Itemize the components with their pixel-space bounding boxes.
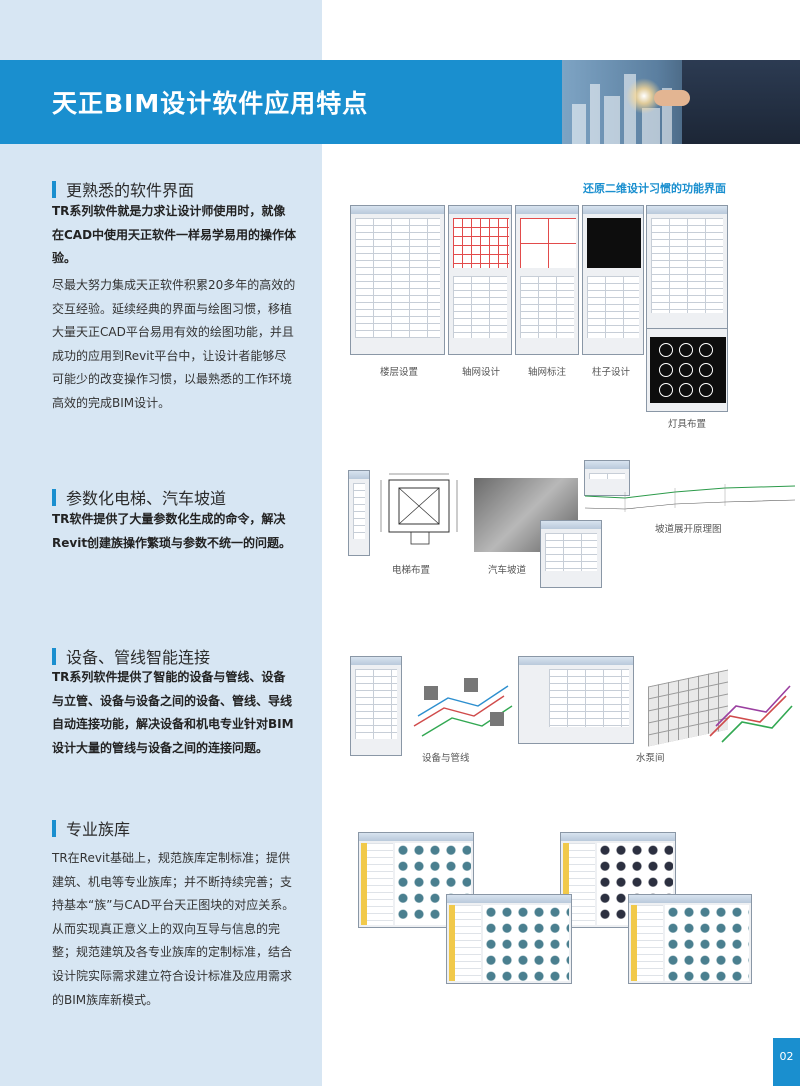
section-lead-interface: TR系列软件就是力求让设计师使用时，就像在CAD中使用天正软件一样易学易用的操作… <box>52 204 297 266</box>
caption-ramp: 汽车坡道 <box>488 565 527 576</box>
elevator-panel <box>348 470 370 556</box>
axis-design-dialog <box>448 205 512 355</box>
axis-label-dialog <box>515 205 579 355</box>
section-heading-interface: 更熟悉的软件界面 <box>52 177 194 201</box>
section-body-interface: 尽最大努力集成天正软件积累20多年的高效的交互经验。延续经典的界面与绘图习惯，移… <box>52 278 296 410</box>
ramp-profile-dialog <box>584 460 630 496</box>
page-title: 天正BIM设计软件应用特点 <box>52 89 369 118</box>
pipe-connect-dialog <box>350 656 402 756</box>
page-number: 02 <box>773 1038 800 1086</box>
section-heading-library: 专业族库 <box>52 816 130 840</box>
caption-ramp-profile: 坡道展开原理图 <box>655 524 722 535</box>
caption-axis-label: 轴网标注 <box>528 367 567 378</box>
column-design-dialog <box>582 205 644 355</box>
family-library-window-3 <box>446 894 572 984</box>
section-heading-pipe: 设备、管线智能连接 <box>52 644 210 668</box>
caption-floor: 楼层设置 <box>380 367 419 378</box>
caption-pump-room: 水泵间 <box>636 753 665 764</box>
ramp-settings-dialog <box>540 520 602 588</box>
caption-elevator: 电梯布置 <box>392 565 431 576</box>
family-library-window-1 <box>358 832 474 928</box>
caption-equip-pipe: 设备与管线 <box>422 753 470 764</box>
equipment-list-dialog <box>518 656 634 744</box>
figure-header-ui: 还原二维设计习惯的功能界面 <box>583 182 726 195</box>
lamp-symbol-panel <box>646 328 728 412</box>
equipment-pipe-3d <box>413 678 513 737</box>
section-lead-pipe: TR系列软件提供了智能的设备与管线、设备与立管、设备与设备之间的设备、管线、导线… <box>52 670 294 755</box>
pump-room-pipes <box>709 685 793 743</box>
section-heading-elevator: 参数化电梯、汽车坡道 <box>52 485 226 509</box>
elevator-plan-drawing <box>380 473 458 545</box>
caption-lamp: 灯具布置 <box>668 419 707 430</box>
caption-axis-design: 轴网设计 <box>462 367 501 378</box>
banner-photo-businessman <box>562 60 800 144</box>
caption-column: 柱子设计 <box>592 367 631 378</box>
ramp-profile-drawing <box>585 484 796 512</box>
section-body-library: TR在Revit基础上，规范族库定制标准；提供建筑、机电等专业族库；并不断持续完… <box>52 851 295 1007</box>
section-lead-elevator: TR软件提供了大量参数化生成的命令，解决Revit创建族操作繁琐与参数不统一的问… <box>52 512 292 550</box>
family-library-window-4 <box>628 894 752 984</box>
floor-settings-dialog <box>350 205 445 355</box>
lamp-layout-dialog <box>646 205 728 330</box>
